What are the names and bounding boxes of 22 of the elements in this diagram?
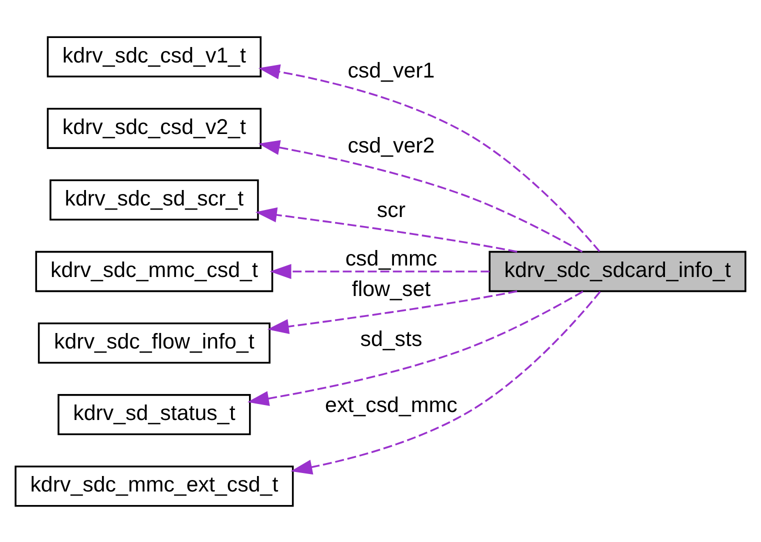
- node-box: kdrv_sdc_sd_scr_t: [50, 178, 259, 220]
- edge-label: sd_sts: [360, 326, 422, 350]
- edge-label: ext_csd_mmc: [325, 392, 458, 417]
- arrow: [258, 64, 600, 252]
- node-box: kdrv_sdc_mmc_csd_t: [35, 250, 274, 292]
- edge-label: scr: [376, 198, 406, 222]
- arrow: [270, 263, 490, 279]
- node-box: kdrv_sdc_mmc_ext_csd_t: [14, 465, 294, 506]
- node-box: kdrv_sdc_flow_info_t: [38, 322, 270, 364]
- node-box: kdrv_sdc_sdcard_info_t: [488, 250, 746, 292]
- edge-label: csd_ver2: [348, 133, 435, 158]
- arrow: [267, 290, 518, 334]
- edge-label: csd_mmc: [345, 246, 438, 270]
- edge-label: flow_set: [352, 276, 431, 300]
- node-box: kdrv_sdc_csd_v1_t: [46, 36, 262, 77]
- node-box: kdrv_sd_status_t: [58, 394, 251, 435]
- edge-label: csd_ver1: [348, 58, 435, 82]
- arrow: [290, 290, 601, 474]
- node-box: kdrv_sdc_csd_v2_t: [46, 107, 262, 148]
- arrow: [258, 140, 583, 252]
- arrow: [247, 290, 584, 406]
- arrow: [255, 206, 518, 252]
